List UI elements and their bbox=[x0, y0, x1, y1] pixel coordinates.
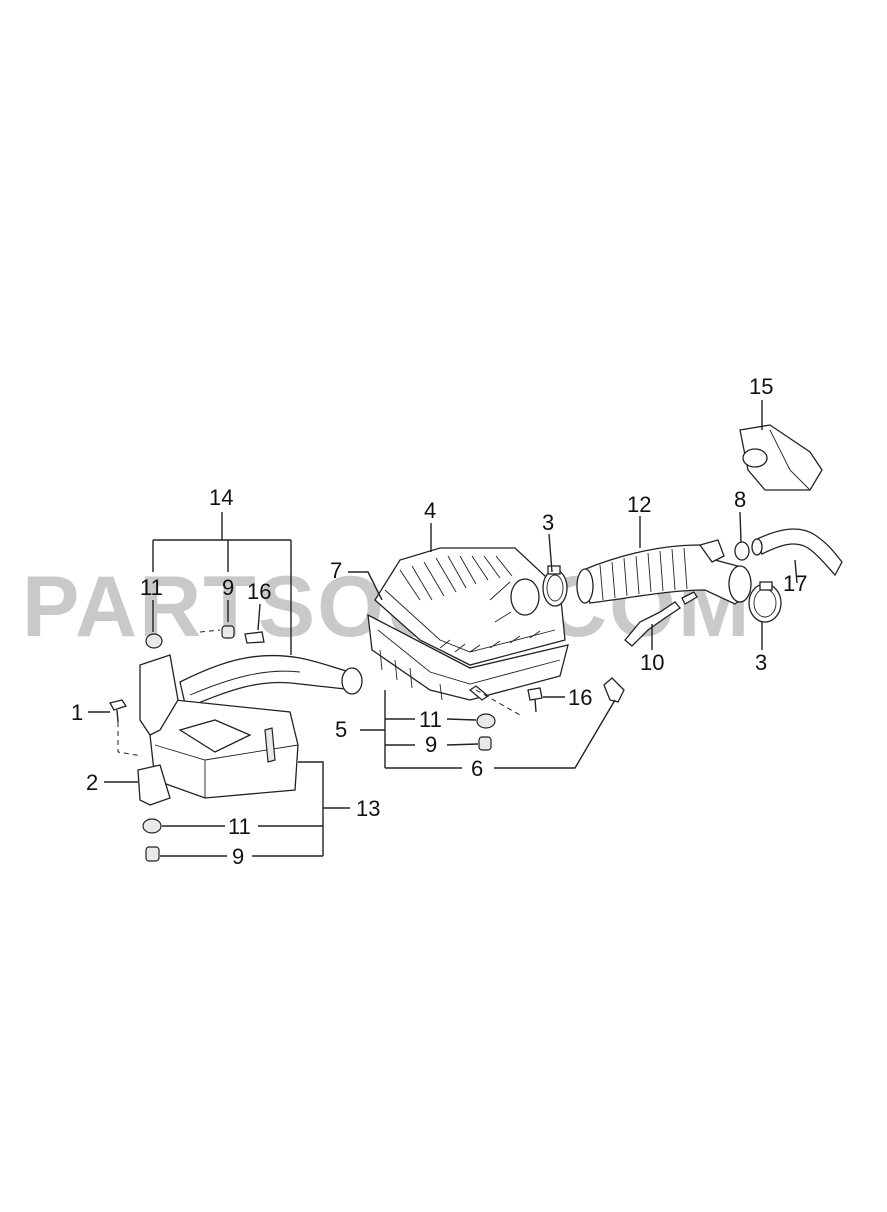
resonator-cap-15[interactable] bbox=[739, 424, 823, 491]
callout-2[interactable]: 2 bbox=[86, 770, 98, 795]
callout-labels: 14 11 9 16 4 7 3 12 8 15 17 3 10 16 5 11… bbox=[71, 374, 807, 869]
leader-lines bbox=[88, 400, 798, 857]
callout-11-lower[interactable]: 11 bbox=[228, 814, 251, 839]
callout-15[interactable]: 15 bbox=[749, 374, 773, 399]
callout-8[interactable]: 8 bbox=[734, 487, 746, 512]
callout-12[interactable]: 12 bbox=[627, 492, 651, 517]
hose-clamp-3-left[interactable] bbox=[542, 565, 568, 607]
callout-3-left[interactable]: 3 bbox=[542, 510, 554, 535]
callout-1[interactable]: 1 bbox=[71, 700, 83, 725]
bracket-2[interactable] bbox=[137, 764, 171, 806]
callout-16-mid[interactable]: 16 bbox=[568, 685, 592, 710]
callout-6[interactable]: 6 bbox=[471, 756, 483, 781]
callout-13[interactable]: 13 bbox=[356, 796, 380, 821]
resonator-13[interactable] bbox=[139, 654, 299, 799]
callout-11-mid[interactable]: 11 bbox=[419, 707, 442, 732]
intake-duct-14[interactable] bbox=[179, 654, 363, 709]
callout-17[interactable]: 17 bbox=[783, 571, 807, 596]
callout-11-upper[interactable]: 11 bbox=[140, 575, 163, 600]
bolt-16-upper[interactable] bbox=[244, 631, 265, 644]
callout-3-right[interactable]: 3 bbox=[755, 650, 767, 675]
callout-9-mid[interactable]: 9 bbox=[425, 732, 437, 757]
bushing-9-mid[interactable] bbox=[478, 736, 492, 751]
grommet-11-upper[interactable] bbox=[145, 633, 163, 649]
callout-9-upper[interactable]: 9 bbox=[222, 575, 234, 600]
intake-hose-12[interactable] bbox=[576, 539, 752, 605]
callout-5[interactable]: 5 bbox=[335, 717, 347, 742]
callout-4[interactable]: 4 bbox=[424, 498, 436, 523]
callout-9-lower[interactable]: 9 bbox=[232, 844, 244, 869]
clip[interactable] bbox=[603, 677, 625, 703]
callout-10[interactable]: 10 bbox=[640, 650, 664, 675]
grommet-11-mid[interactable] bbox=[476, 713, 496, 729]
bolt-16-mid[interactable] bbox=[527, 687, 543, 713]
callout-7[interactable]: 7 bbox=[330, 558, 342, 583]
callout-14[interactable]: 14 bbox=[209, 485, 233, 510]
bushing-9-upper[interactable] bbox=[221, 625, 235, 639]
callout-16-upper[interactable]: 16 bbox=[247, 579, 271, 604]
hose-clamp-3-right[interactable] bbox=[748, 581, 782, 623]
hose-17[interactable] bbox=[751, 528, 843, 577]
bolt-1[interactable] bbox=[109, 699, 128, 723]
o-ring-8[interactable] bbox=[734, 541, 750, 561]
bushing-9-lower[interactable] bbox=[145, 846, 160, 862]
grommet-11-lower[interactable] bbox=[142, 818, 162, 834]
